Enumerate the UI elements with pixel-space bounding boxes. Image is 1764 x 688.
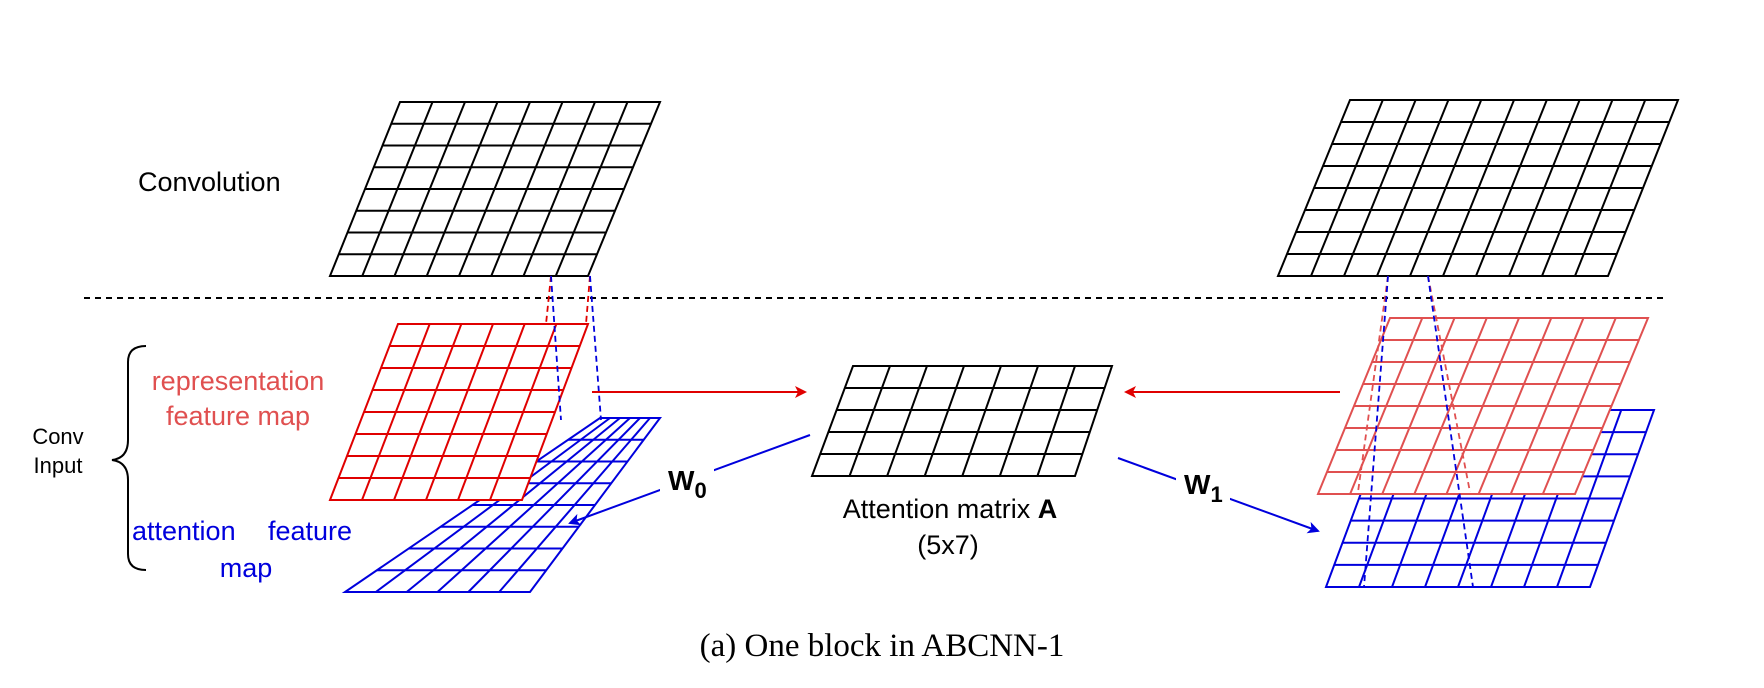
representation-label-line2: feature map: [166, 401, 310, 431]
attention-matrix-grid-column-line: [848, 365, 891, 477]
w1-subscript: 1: [1210, 482, 1222, 507]
caption-text: One block in ABCNN-1: [744, 628, 1064, 664]
attention-feature-label-line2: map: [220, 553, 273, 583]
left-red-representation-grid: [328, 323, 590, 501]
right-convolution-grid: [1276, 99, 1680, 277]
representation-label-line1: representation: [152, 366, 325, 396]
w0-label: W0: [668, 465, 707, 503]
projection-lines-right: [1357, 275, 1474, 588]
attention-matrix-grid-column-line: [961, 365, 1002, 477]
attention-matrix-grid-column-line: [886, 365, 928, 477]
left-convolution-grid: [328, 101, 662, 277]
attention-matrix-symbol: A: [1038, 494, 1058, 524]
attention-matrix-grid-column-line: [1036, 365, 1076, 477]
w0-subscript: 0: [694, 478, 706, 503]
projection-lines-left: [545, 275, 602, 421]
left-blue-attention-grid: [341, 417, 662, 593]
figure-caption: (a) One block in ABCNN-1: [700, 628, 1065, 664]
attention-feature-label-line1a: attention: [132, 516, 236, 546]
attention-feature-label-line1b: feature: [268, 516, 352, 546]
conv-input-label-line2: Input: [34, 453, 83, 478]
w0-base: W: [668, 465, 695, 496]
attention-matrix-grid-column-line: [998, 365, 1039, 477]
attention-matrix-grid-outline: [810, 365, 1114, 477]
right-red-representation-grid: [1316, 317, 1650, 495]
conv-input-label-line1: Conv: [32, 424, 83, 449]
attention-matrix-size: (5x7): [917, 530, 979, 560]
w1-label: W1: [1184, 469, 1223, 507]
attention-matrix-text: Attention matrix: [843, 494, 1031, 524]
caption-prefix: (a): [700, 628, 737, 664]
conv-input-brace: [111, 345, 147, 571]
attention-matrix-grid-column-line: [923, 365, 965, 477]
attention-matrix-label: Attention matrix A: [843, 494, 1058, 524]
w1-base: W: [1184, 469, 1211, 500]
convolution-label: Convolution: [138, 167, 281, 197]
attention-matrix-grid: [810, 365, 1114, 477]
